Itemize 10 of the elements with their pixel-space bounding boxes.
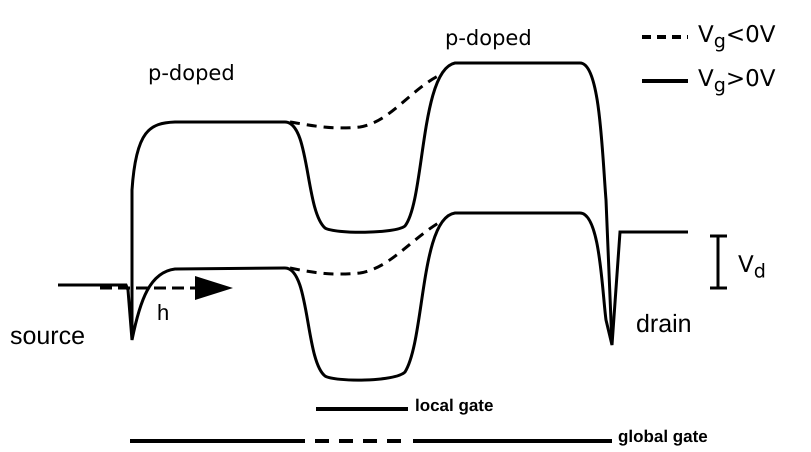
text-label: V$_{d}$ bbox=[738, 254, 766, 281]
text-label: p-doped bbox=[445, 28, 532, 49]
legend-text: V$_{g}$<0V bbox=[698, 24, 776, 51]
text-label: drain bbox=[636, 312, 692, 337]
text-label: local gate bbox=[415, 397, 494, 414]
text-label: p-doped bbox=[148, 63, 235, 84]
legend-text: V$_{g}$>0V bbox=[698, 68, 776, 95]
text-label: source bbox=[10, 324, 86, 349]
text-label: global gate bbox=[618, 428, 708, 445]
text-label: h bbox=[157, 302, 170, 324]
